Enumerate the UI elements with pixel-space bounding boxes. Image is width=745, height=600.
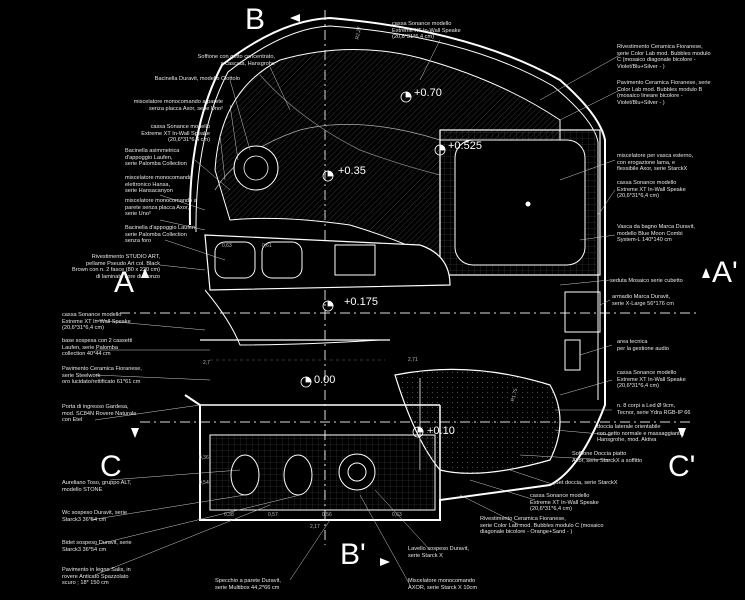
section-label-b-prime: B' bbox=[340, 538, 366, 571]
label-aureliano: Aureliano Toso, gruppo ALT, modello STON… bbox=[62, 480, 132, 493]
label-wc: Wc sospeso Duravit, serie Starck3 36*54 … bbox=[62, 510, 127, 523]
dim-061: 0,61 bbox=[262, 243, 272, 249]
wardrobe bbox=[564, 291, 601, 333]
section-arrows bbox=[131, 14, 710, 566]
sink-starck bbox=[338, 453, 376, 491]
level-070: +0.70 bbox=[414, 87, 442, 99]
label-miscelatore-uno2: miscelatore monocomando a parete senza p… bbox=[125, 198, 197, 218]
dim-271: 2,71 bbox=[408, 357, 418, 363]
label-bacinella-laufen: Bacinella d'appoggio Laufen, serie Palom… bbox=[125, 225, 197, 245]
dim-217: 2,17 bbox=[310, 524, 320, 530]
label-cassa-left1: cassa Sonance modello Extreme XT In-Wall… bbox=[141, 124, 210, 144]
bathtub bbox=[439, 129, 601, 276]
level-0525: +0.525 bbox=[448, 140, 482, 152]
label-rivestimento-studio: Rivestimento STUDIO ART, pellame Pseudo … bbox=[72, 254, 160, 280]
label-soffione: Soffione con getto concentrato, a cascat… bbox=[197, 54, 275, 67]
technical-area bbox=[564, 339, 581, 371]
label-porta: Porta di ingresso Gardesa, mod. SC84N Ro… bbox=[62, 404, 137, 424]
dim-063b: 0,63 bbox=[392, 512, 402, 518]
section-label-a: A bbox=[114, 266, 135, 299]
section-arrow-c bbox=[131, 428, 139, 438]
wet-area-floor bbox=[214, 49, 561, 261]
label-miscelatore-vasca: miscelatore per vasca esterno, con eroga… bbox=[617, 153, 694, 173]
label-pavimento-legno: Pavimento in legno Salis, in rovere Anti… bbox=[62, 567, 131, 587]
label-rivestimento-bubbles-c2: Rivestimento Ceramica Fioranese, serie C… bbox=[480, 516, 604, 536]
bidet-fixture bbox=[283, 454, 313, 496]
section-label-a-prime: A' bbox=[712, 256, 738, 289]
label-cassa-bottom: cassa Sonance modello Extreme XT In-Wall… bbox=[530, 493, 599, 513]
label-miscelatore-axor-b: Miscelatore monocomando AXOR, serie Star… bbox=[408, 578, 478, 591]
label-cassa-right2: cassa Sonance modello Extreme XT In-Wall… bbox=[617, 370, 686, 390]
section-label-c-prime: C' bbox=[668, 450, 696, 483]
section-label-c: C bbox=[100, 450, 122, 483]
label-cassa-left2: cassa Sonance modello Extreme XT In-Wall… bbox=[62, 312, 131, 332]
level-010: +0.10 bbox=[427, 425, 455, 437]
section-label-b: B bbox=[245, 3, 266, 36]
label-pavimento-bubbles-b: Pavimento Ceramica Fioranese, serie Colo… bbox=[617, 80, 711, 106]
label-lavello: Lavello sospeso Duravit, serie Starck X bbox=[408, 546, 469, 559]
dim-036: 0,36 bbox=[199, 455, 209, 461]
dim-038: 0,38 bbox=[224, 512, 234, 518]
section-arrow-a bbox=[141, 268, 149, 278]
section-arrow-b-prime bbox=[380, 558, 390, 566]
label-cassa-top: cassa Sonance modello Extreme XT In-Wall… bbox=[392, 21, 461, 41]
section-arrow-b bbox=[290, 14, 300, 22]
level-000: 0.00 bbox=[314, 374, 336, 386]
section-arrow-c-prime bbox=[678, 428, 686, 438]
basin-left bbox=[214, 241, 256, 279]
label-bacinella-asimm: Bacinella asimmetrica d'appoggio Laufen,… bbox=[125, 148, 187, 168]
basin-right bbox=[261, 241, 303, 279]
wc-room-fixtures bbox=[209, 434, 436, 511]
level-035: +0.35 bbox=[338, 165, 366, 177]
label-miscelatore-hansa: miscelatore monocomando elettronico Hans… bbox=[125, 175, 193, 195]
outer-wall bbox=[184, 16, 606, 521]
vanity-counter bbox=[204, 234, 451, 291]
leader-lines bbox=[89, 39, 621, 586]
label-area-tecnica: area tecnica per la gestione audio bbox=[617, 339, 669, 352]
label-set-doccia: Set doccia, serie StarckX bbox=[555, 480, 618, 486]
basin-ciottolo bbox=[233, 145, 279, 191]
wc-fixture bbox=[230, 454, 260, 496]
dim-063a: 0,63 bbox=[222, 243, 232, 249]
label-bidet: Bidet sospeso Duravit, serie Starck3 36*… bbox=[62, 540, 132, 553]
dim-054: 0,54 bbox=[199, 480, 209, 486]
section-arrow-a-prime bbox=[702, 268, 710, 278]
label-seduta: seduta Mosaico serie cubetto bbox=[610, 278, 683, 284]
label-rivestimento-bubbles-c: Rivestimento Ceramica Fioranese, serie C… bbox=[617, 44, 711, 70]
label-base-sospesa: base sospesa con 2 cassetti Laufen, seri… bbox=[62, 338, 133, 358]
dim-27: 2,7 bbox=[203, 360, 210, 366]
hall-curve bbox=[204, 289, 381, 346]
label-pavimento-steelwork: Pavimento Ceramica Fioranese, serie Stee… bbox=[62, 366, 142, 386]
label-vasca: Vasca da bagno Marca Duravit, modello Bl… bbox=[617, 224, 695, 244]
dim-057: 0,57 bbox=[268, 512, 278, 518]
label-faretti: n. 8 corpi a Led Ø 9cm, Tecnor, serie Yd… bbox=[617, 403, 691, 416]
label-armadio: armadio Marca Duravit, serie X-Large 56*… bbox=[612, 294, 674, 307]
level-markers bbox=[300, 91, 446, 438]
label-miscelatore-uno: miscelatore monocomando a parete senza p… bbox=[133, 99, 223, 112]
label-soffione-doccia: Soffione Doccia piatto Axor, serie Starc… bbox=[572, 451, 643, 464]
dim-056: 0,56 bbox=[322, 512, 332, 518]
label-cassa-right1: cassa Sonance modello Extreme XT In-Wall… bbox=[617, 180, 686, 200]
label-specchio: Specchio a parete Duravit, serie Multibo… bbox=[215, 578, 281, 591]
label-bacinella-duravit: Bacinella Duravit, modello Ciottolo bbox=[154, 76, 240, 82]
level-0175: +0.175 bbox=[344, 296, 378, 308]
label-doccia: doccia laterale orientabile con getto no… bbox=[597, 424, 685, 444]
